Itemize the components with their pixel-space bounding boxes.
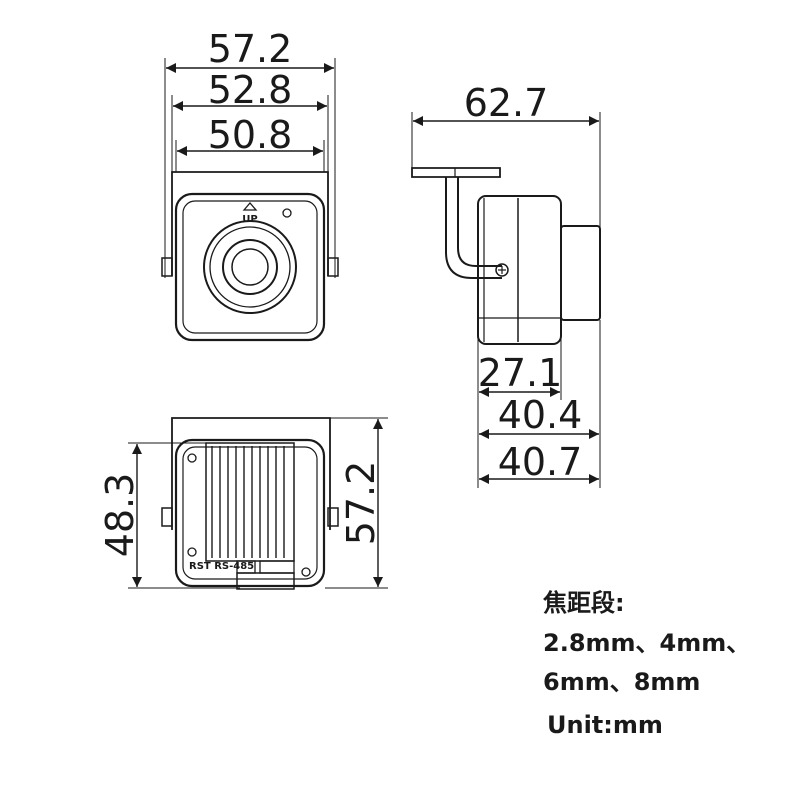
- cable-exit: [236, 572, 295, 590]
- rear-view: 48.3 57.2 RST RS-485: [98, 417, 388, 590]
- dimension-label-40-4: 40.4: [498, 393, 583, 437]
- indicator-led: [282, 208, 292, 218]
- focal-length-title: 焦距段:: [543, 589, 625, 617]
- dimension-label-52-8: 52.8: [208, 68, 293, 112]
- dimension-label-27-1: 27.1: [478, 351, 563, 395]
- rear-screw-icon: [301, 567, 311, 577]
- lens-outer-ring: [203, 220, 297, 314]
- up-label: UP: [242, 214, 257, 225]
- rear-bracket: [171, 417, 331, 530]
- dimension-label-50-8: 50.8: [208, 113, 293, 157]
- rear-screw-icon: [187, 453, 197, 463]
- rear-heatsink: [205, 442, 295, 562]
- dimension-label-48-3: 48.3: [98, 473, 142, 558]
- side-camera-body: [477, 195, 562, 345]
- focal-length-values-line1: 2.8mm、4mm、: [543, 629, 751, 657]
- rear-screw-icon: [187, 547, 197, 557]
- focal-length-values-line2: 6mm、8mm: [543, 668, 701, 696]
- port-connector-right: [259, 560, 295, 574]
- dimension-label-rear-57-2: 57.2: [339, 461, 383, 546]
- mount-screw-icon: [495, 263, 509, 277]
- front-bracket: [171, 171, 329, 276]
- side-mount-arm: [445, 177, 502, 279]
- unit-note: Unit:mm: [547, 711, 663, 739]
- dimension-label-40-7: 40.7: [498, 440, 583, 484]
- side-lens-barrel: [560, 225, 601, 321]
- dimension-label-57-2: 57.2: [208, 27, 293, 71]
- up-arrow-icon: [242, 202, 258, 211]
- port-label: RST RS-485: [189, 561, 254, 572]
- lens-glass: [231, 248, 269, 286]
- dimension-label-62-7: 62.7: [464, 81, 549, 125]
- front-camera-body: [174, 192, 326, 342]
- front-view: 57.2 52.8 50.8 UP: [161, 27, 339, 342]
- side-view: 62.7 27.1 40.4 40.7: [411, 81, 601, 488]
- side-mount-plate: [411, 167, 501, 178]
- rear-camera-body: [174, 438, 326, 588]
